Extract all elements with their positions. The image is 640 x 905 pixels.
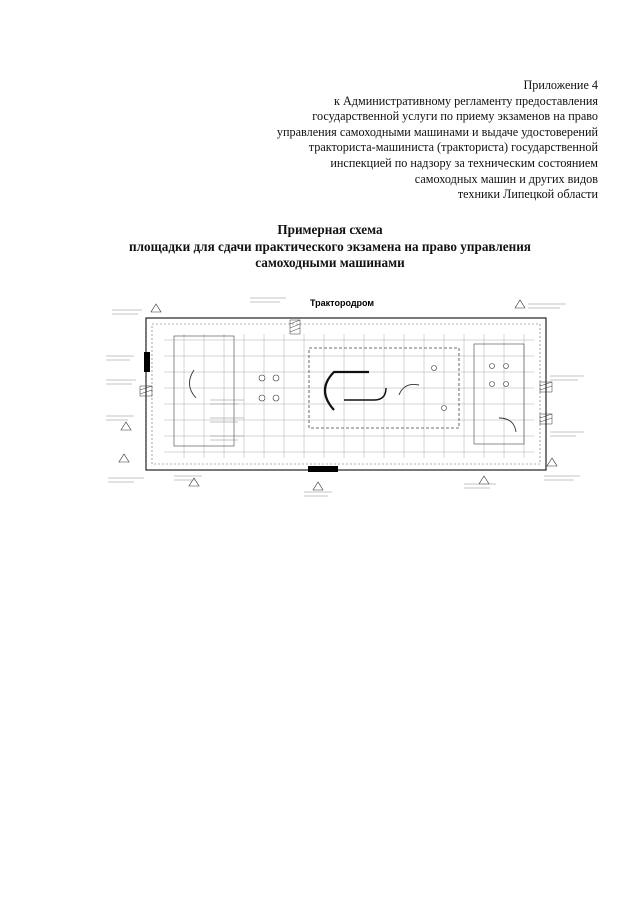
- site-boundary: [145, 317, 547, 471]
- left-gate: [144, 352, 150, 372]
- title-line-3: самоходными машинами: [255, 255, 405, 271]
- title-line-2: площадки для сдачи практического экзамен…: [129, 238, 531, 254]
- appendix-line: к Административному регламенту предостав…: [334, 93, 598, 108]
- obstacles: [258, 363, 509, 411]
- appendix-line: техники Липецкой области: [457, 187, 598, 202]
- exit-gate: [308, 466, 338, 472]
- arc-mark: [398, 384, 420, 396]
- micro-annotations: [106, 297, 584, 497]
- document-title: Примерная схема площадки для сдачи практ…: [60, 222, 600, 272]
- inner-boundary: [151, 323, 541, 465]
- right-track: [473, 343, 525, 445]
- arc-mark: [189, 369, 197, 399]
- turn-curve: [323, 370, 369, 411]
- scheme-drawing: Трактородром: [106, 297, 584, 497]
- appendix-line: государственной услуги по приему экзамен…: [312, 109, 598, 124]
- tractordrome-scheme: Трактородром: [104, 290, 588, 500]
- turn-curve-inner: [344, 387, 387, 401]
- appendix-line: инспекцией по надзору за техническим сос…: [330, 155, 598, 170]
- appendix-line: самоходных машин и других видов: [414, 171, 598, 186]
- appendix-line: управления самоходными машинами и выдаче…: [276, 124, 598, 139]
- course-grid: [164, 334, 534, 458]
- appendix-header: Приложение 4 к Административному регламе…: [178, 78, 598, 203]
- appendix-line: Приложение 4: [523, 78, 598, 92]
- scheme-label: Трактородром: [310, 298, 374, 308]
- sign-markers: [118, 299, 558, 491]
- arc-mark: [498, 417, 517, 433]
- title-line-1: Примерная схема: [277, 222, 383, 237]
- left-track: [173, 335, 235, 447]
- hatched-zones: [139, 319, 553, 425]
- central-track: [308, 347, 460, 429]
- appendix-line: тракториста-машиниста (тракториста) госу…: [308, 140, 598, 155]
